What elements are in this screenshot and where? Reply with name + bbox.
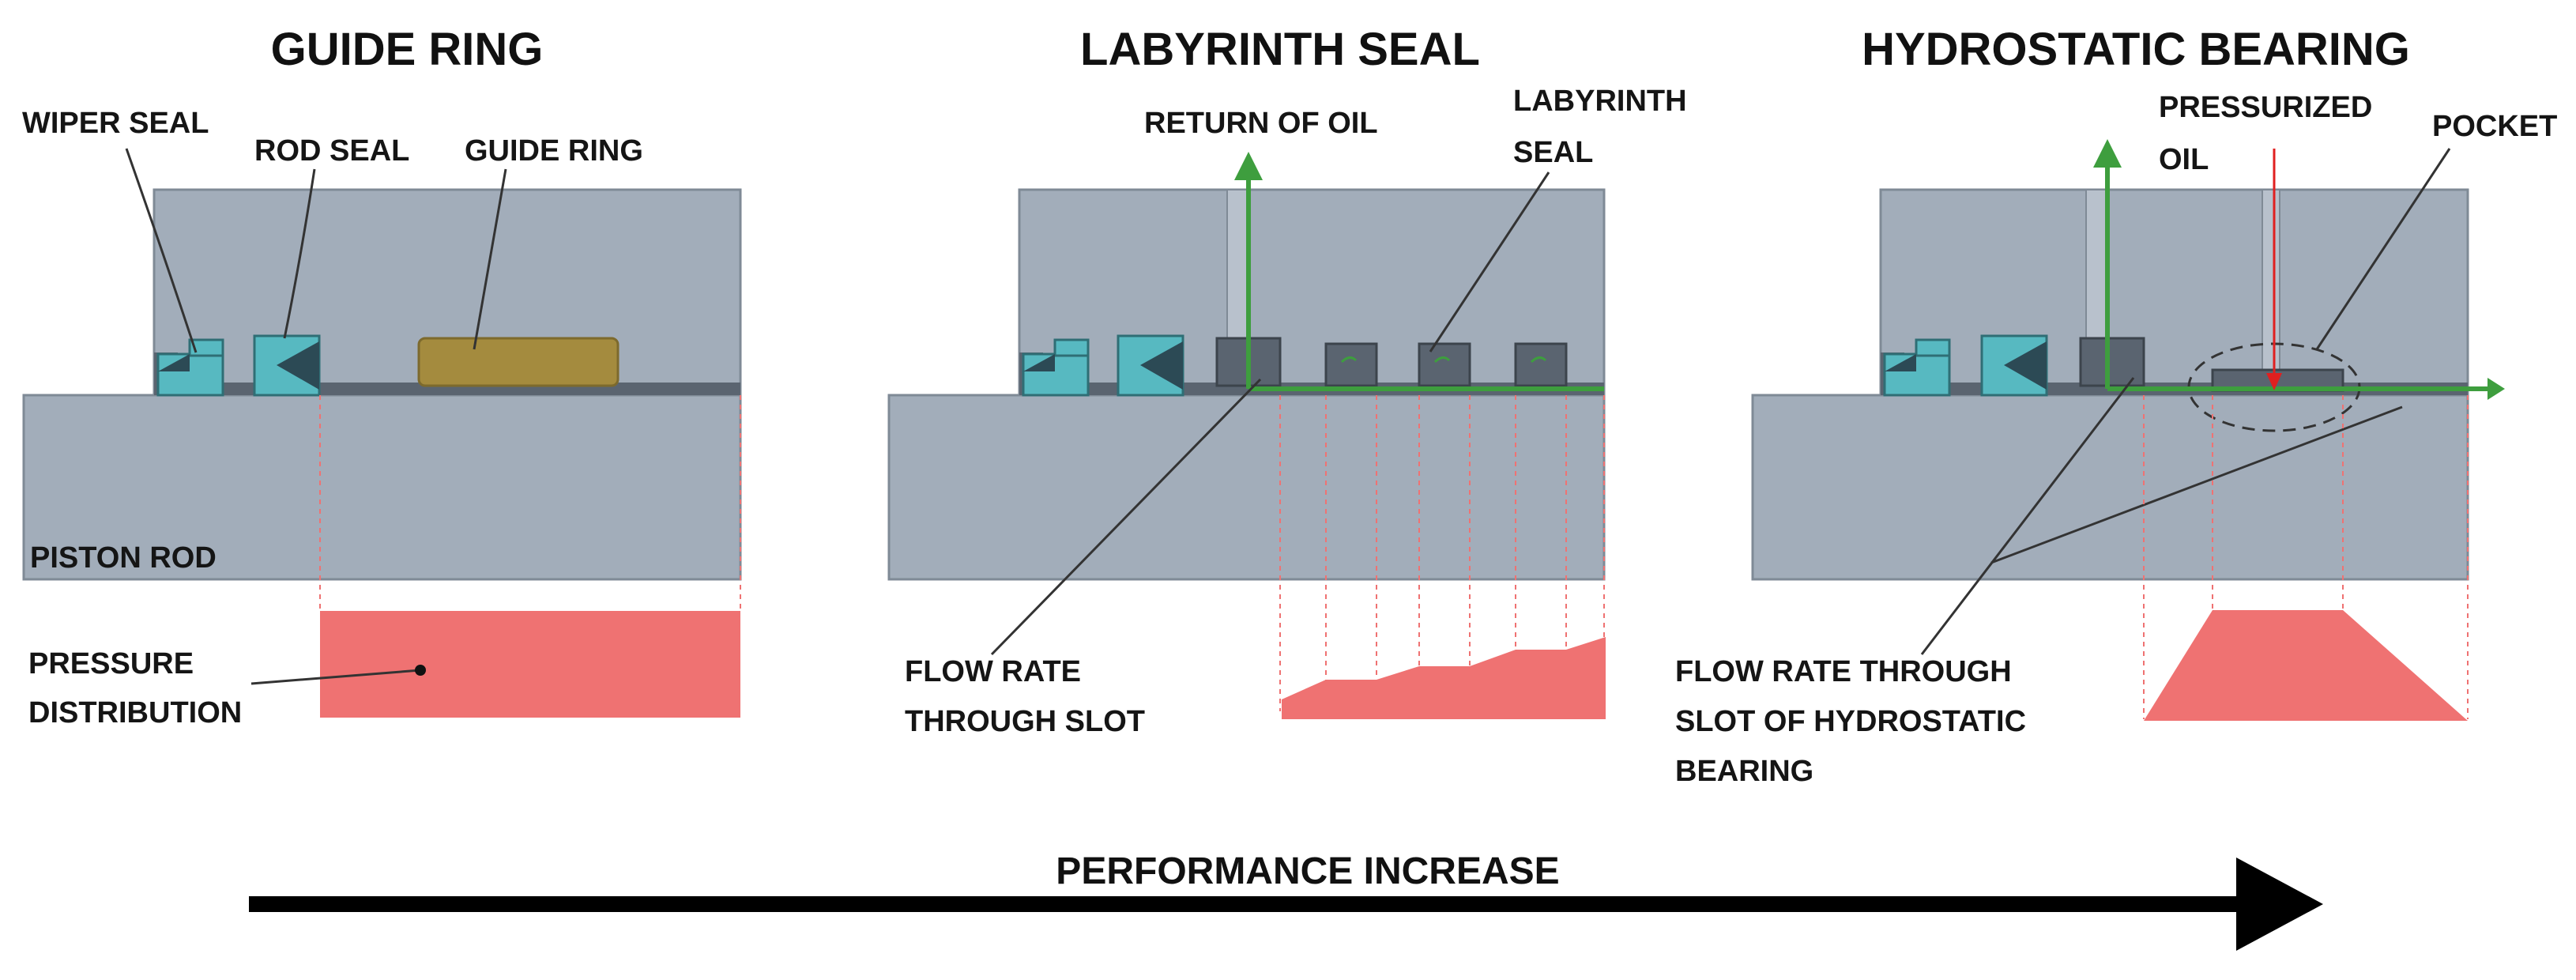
- label-labyrinth-1: LABYRINTH: [1513, 85, 1687, 118]
- projection-lines: [2143, 395, 2469, 719]
- label-rod-seal: ROD SEAL: [254, 134, 409, 168]
- piston-rod: [1751, 394, 2469, 581]
- leader-dot: [415, 665, 426, 676]
- pressure-distribution-area: [2144, 610, 2468, 721]
- arrow-right-icon: [2487, 378, 2505, 400]
- label-pressurized-2: OIL: [2159, 143, 2209, 176]
- title-guide-ring: GUIDE RING: [271, 24, 544, 75]
- label-guide-ring: GUIDE RING: [465, 134, 643, 168]
- piston-rod: [887, 394, 1606, 581]
- arrow-right-icon: [2236, 858, 2323, 951]
- leader-pressure: [250, 669, 421, 685]
- labyrinth-groove-icon: [1514, 342, 1568, 387]
- wiper-seal-icon: [156, 338, 224, 397]
- performance-arrow: PERFORMANCE INCREASE: [249, 850, 2323, 951]
- labyrinth-groove-icon: [1324, 342, 1378, 387]
- leader-flow-hydro-a: [1920, 377, 2135, 655]
- label-flow-slot-1: FLOW RATE: [905, 655, 1081, 688]
- label-flow-hydro-1: FLOW RATE THROUGH: [1675, 655, 2012, 688]
- rod-seal-icon: [253, 334, 321, 397]
- leader-wiper-seal: [125, 148, 198, 353]
- panel-labyrinth-seal: RETURN OF OIL LABYRINTH SEAL FLOW RATE T…: [887, 85, 1687, 738]
- guide-ring-element: [417, 337, 620, 387]
- label-pressurized-1: PRESSURIZED: [2159, 91, 2372, 124]
- rod-seal-icon: [1980, 334, 2048, 397]
- arrow-down-icon: [2266, 373, 2282, 390]
- panel-guide-ring: WIPER SEAL ROD SEAL GUIDE RING PISTON RO…: [22, 107, 742, 729]
- arrow-up-icon: [2093, 139, 2122, 168]
- leader-guide-ring: [473, 168, 507, 350]
- label-flow-hydro-2: SLOT OF HYDROSTATIC: [1675, 705, 2026, 738]
- label-flow-slot-2: THROUGH SLOT: [905, 705, 1145, 738]
- labyrinth-groove-icon: [1418, 342, 1471, 387]
- leader-pocket: [2315, 148, 2451, 350]
- wiper-seal-icon: [1883, 338, 1951, 397]
- housing: [1879, 188, 2469, 397]
- arrow-up-icon: [1234, 152, 1263, 180]
- label-piston-rod: PISTON ROD: [30, 541, 217, 575]
- pressure-distribution-area: [1282, 637, 1606, 719]
- leader-rod-seal: [283, 168, 316, 339]
- leader-flow-hydro-b: [1990, 405, 2403, 564]
- pressure-distribution-area: [320, 611, 740, 718]
- label-pocket: POCKET: [2432, 110, 2557, 143]
- leader-labyrinth: [1429, 172, 1550, 352]
- label-wiper-seal: WIPER SEAL: [22, 107, 209, 140]
- rod-seal-icon: [1117, 334, 1184, 397]
- title-labyrinth-seal: LABYRINTH SEAL: [1080, 24, 1480, 75]
- projection-lines: [1279, 395, 1605, 711]
- bearing-land: [2079, 337, 2145, 387]
- label-labyrinth-2: SEAL: [1513, 136, 1593, 169]
- label-pressure-1: PRESSURE: [28, 647, 194, 680]
- label-performance-increase: PERFORMANCE INCREASE: [1056, 850, 1559, 892]
- label-return-of-oil: RETURN OF OIL: [1144, 107, 1378, 140]
- label-flow-hydro-3: BEARING: [1675, 755, 1813, 788]
- title-hydrostatic-bearing: HYDROSTATIC BEARING: [1862, 24, 2410, 75]
- label-pressure-2: DISTRIBUTION: [28, 696, 242, 729]
- panel-hydrostatic-bearing: PRESSURIZED OIL POCKET FLOW RATE THROUGH…: [1675, 91, 2557, 788]
- piston-rod: [22, 394, 742, 581]
- performance-arrow-shaft: [249, 896, 2280, 912]
- leader-flow-slot: [990, 378, 1262, 656]
- wiper-seal-icon: [1022, 338, 1090, 397]
- return-channel: [1226, 189, 1250, 341]
- housing: [1018, 188, 1606, 397]
- return-channel: [2085, 189, 2109, 341]
